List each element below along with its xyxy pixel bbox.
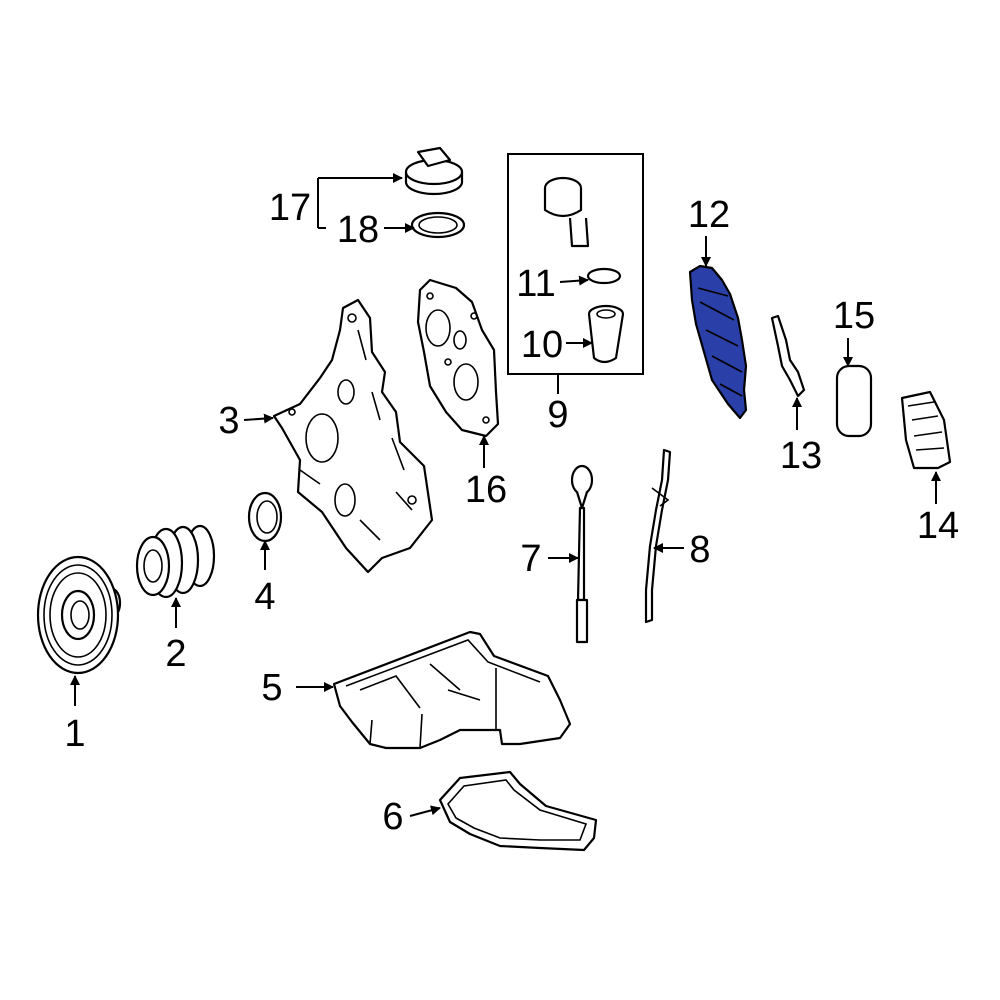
callout-12[interactable]: 12 <box>688 194 730 236</box>
callout-3[interactable]: 3 <box>218 400 239 442</box>
part-12-oil-cooler-housing[interactable] <box>688 264 748 420</box>
callout-4[interactable]: 4 <box>254 576 275 618</box>
callout-18[interactable]: 18 <box>337 209 379 251</box>
part-14-cooler[interactable] <box>900 390 952 470</box>
callout-9[interactable]: 9 <box>547 394 568 436</box>
part-7-dipstick[interactable] <box>570 464 594 644</box>
callout-15[interactable]: 15 <box>833 295 875 337</box>
callout-6[interactable]: 6 <box>382 796 403 838</box>
part-10-filter-element[interactable] <box>587 304 625 364</box>
callout-13[interactable]: 13 <box>780 435 822 477</box>
part-6-pan-gasket[interactable] <box>438 770 598 852</box>
callout-10[interactable]: 10 <box>521 324 563 366</box>
part-18-cap-seal[interactable] <box>410 211 466 239</box>
part-13-gasket[interactable] <box>770 314 806 398</box>
callout-17[interactable]: 17 <box>269 187 311 229</box>
part-2-damper[interactable] <box>135 524 216 599</box>
callout-labels: 1 2 3 4 5 6 7 8 9 10 11 12 13 14 15 16 1… <box>64 187 959 838</box>
part-15-cover[interactable] <box>835 364 873 438</box>
callout-1[interactable]: 1 <box>64 713 85 755</box>
part-4-seal[interactable] <box>247 491 283 543</box>
callout-5[interactable]: 5 <box>261 667 282 709</box>
callout-11[interactable]: 11 <box>516 263 555 305</box>
callout-8[interactable]: 8 <box>689 529 710 571</box>
part-11-o-ring[interactable] <box>586 267 622 285</box>
callout-16[interactable]: 16 <box>465 469 507 511</box>
part-9-filter-housing[interactable] <box>543 176 590 248</box>
leader-lines <box>70 173 941 817</box>
part-16-cover-plate[interactable] <box>416 278 500 438</box>
part-8-dipstick-tube[interactable] <box>644 448 672 624</box>
callout-7[interactable]: 7 <box>520 538 541 580</box>
callout-2[interactable]: 2 <box>165 633 186 675</box>
part-5-oil-pan[interactable] <box>332 630 572 750</box>
part-1-pulley[interactable] <box>36 555 122 675</box>
part-17-filler-cap[interactable] <box>404 146 464 196</box>
callout-14[interactable]: 14 <box>917 505 959 547</box>
part-3-timing-cover[interactable] <box>272 298 434 574</box>
part-9-kit-box <box>507 153 644 375</box>
